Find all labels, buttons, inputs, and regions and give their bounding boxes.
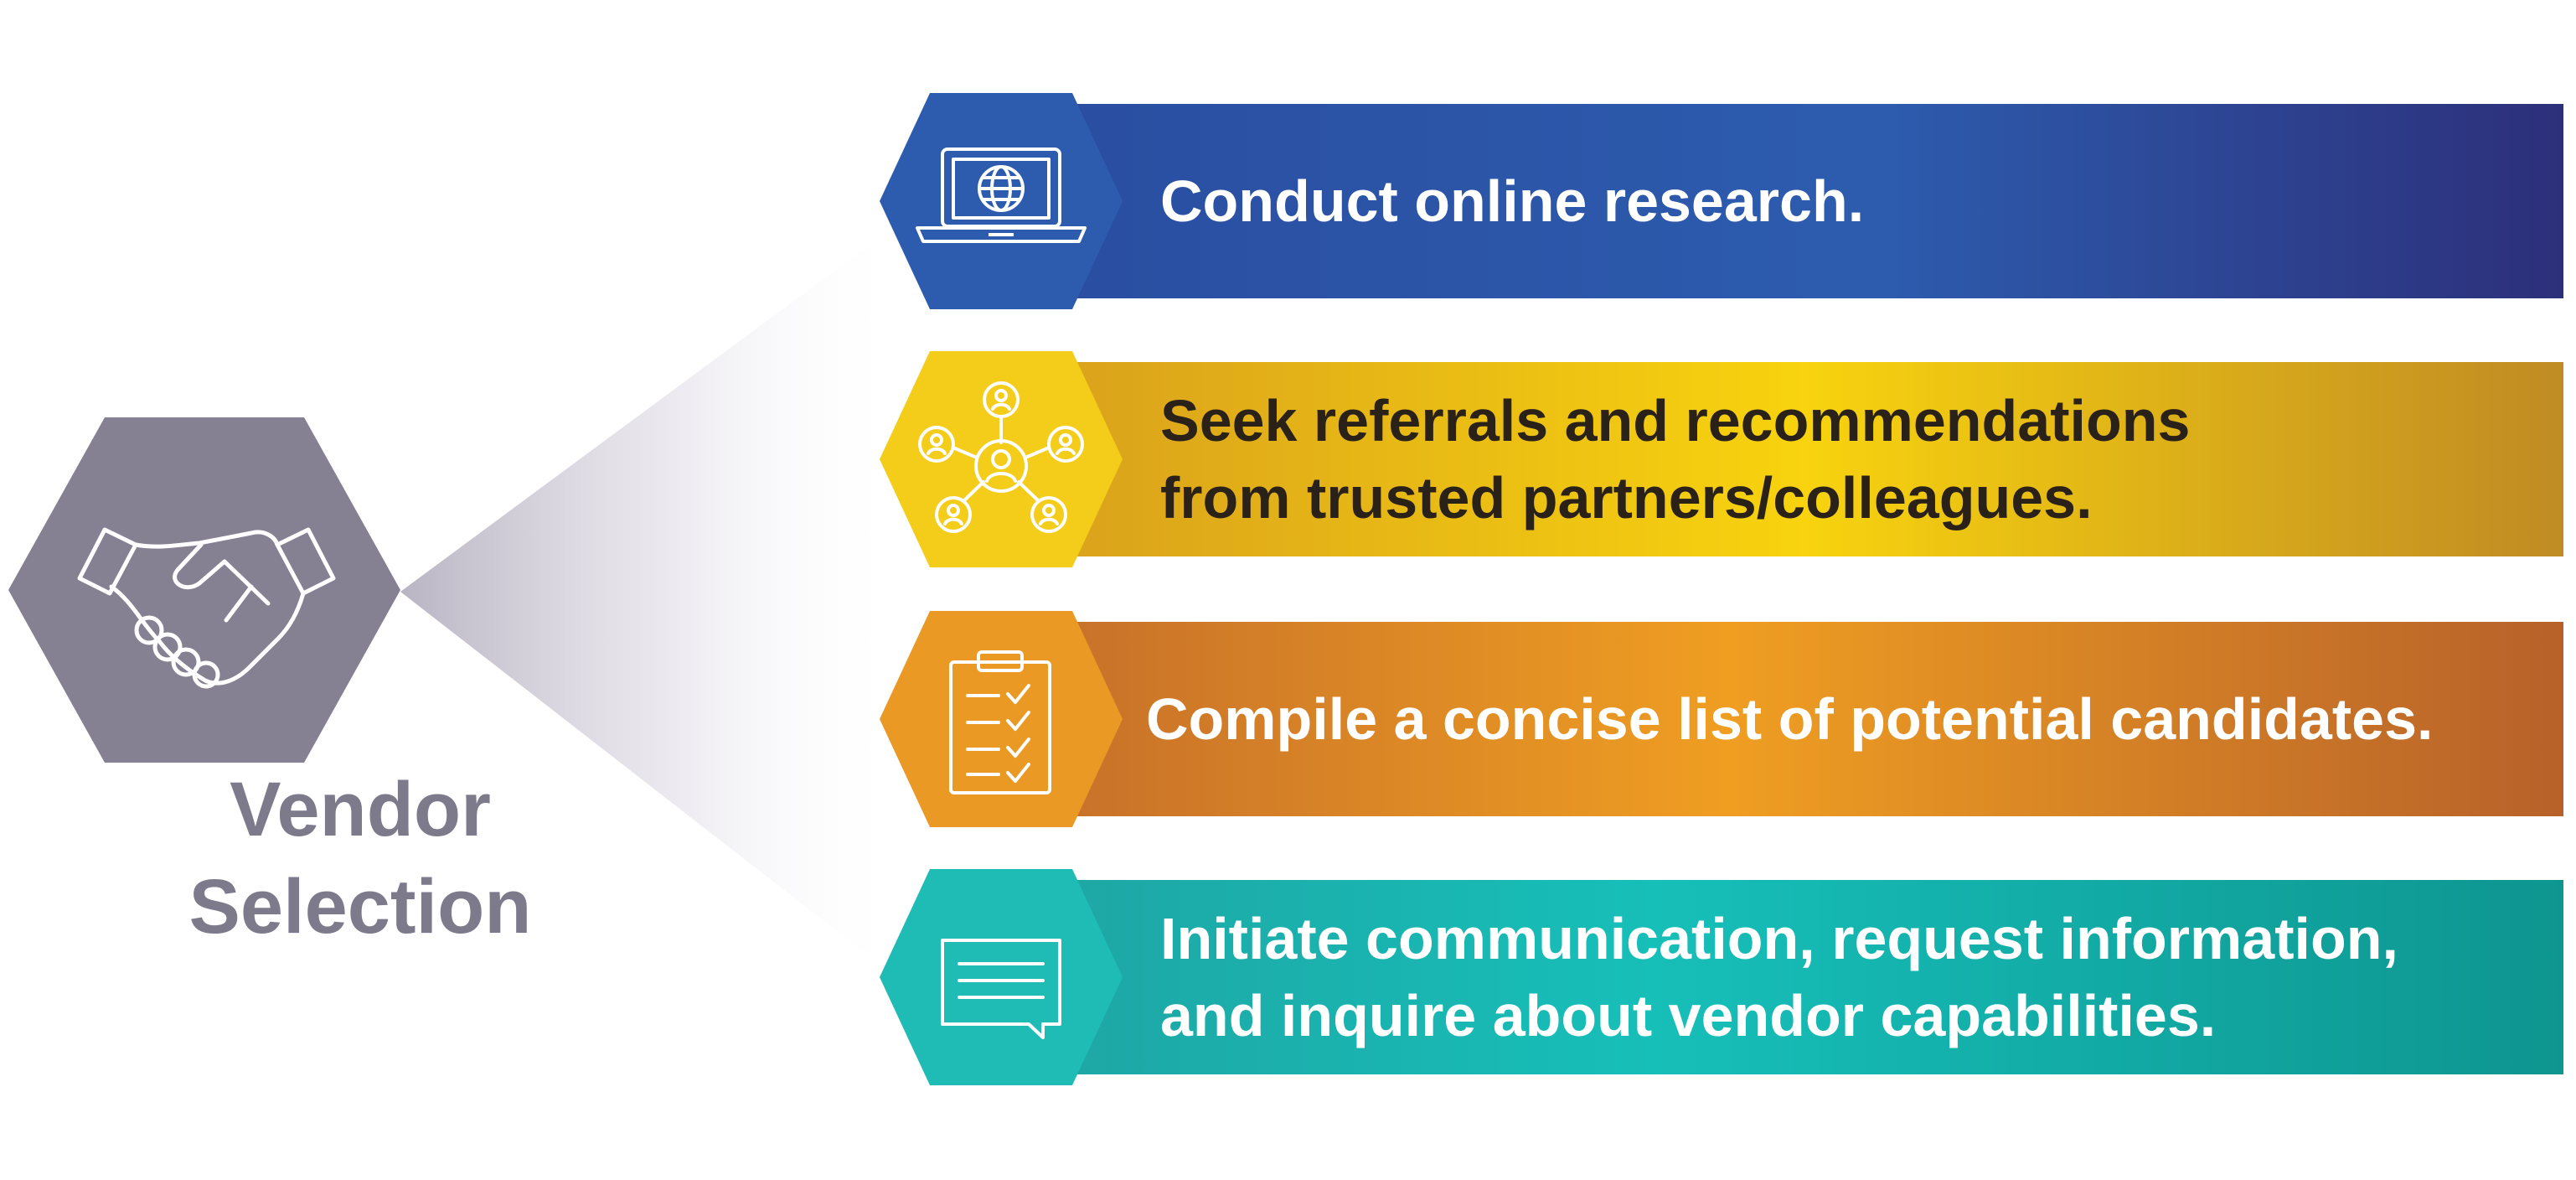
step-2-line-2: from trusted partners/colleagues.: [1160, 465, 2093, 530]
clipboard-checklist-icon: [949, 650, 1051, 794]
step-2-text: Seek referrals and recommendations from …: [1160, 362, 2547, 556]
step-band-3: [1047, 622, 2563, 816]
step-4-line-2: and inquire about vendor capabilities.: [1160, 983, 2217, 1048]
network-people-icon: [918, 381, 1084, 533]
step-hexagon-2: [880, 351, 1123, 567]
step-band-4: [1047, 880, 2563, 1074]
hub-caption-line-1: Vendor: [230, 767, 491, 852]
step-1-line-1: Conduct online research.: [1160, 168, 1865, 234]
laptop-globe-icon: [916, 148, 1087, 243]
step-band-2: [1047, 362, 2563, 556]
step-3-line-1: Compile a concise list of potential cand…: [1146, 686, 2434, 752]
chat-message-icon: [941, 939, 1061, 1039]
step-band-1: [1047, 104, 2563, 298]
step-4-text: Initiate communication, request informat…: [1160, 880, 2547, 1074]
hub-hexagon: [8, 417, 400, 763]
step-4-line-1: Initiate communication, request informat…: [1160, 906, 2398, 971]
handshake-icon: [77, 527, 336, 689]
step-1-text: Conduct online research.: [1160, 104, 2547, 298]
step-3-text: Compile a concise list of potential cand…: [1146, 622, 2532, 816]
step-hexagon-3: [880, 611, 1123, 827]
hub-caption: Vendor Selection: [159, 761, 561, 955]
step-2-line-1: Seek referrals and recommendations: [1160, 388, 2191, 453]
step-hexagon-4: [880, 869, 1123, 1085]
hub-caption-line-2: Selection: [188, 864, 532, 950]
connector-fan: [400, 222, 901, 981]
